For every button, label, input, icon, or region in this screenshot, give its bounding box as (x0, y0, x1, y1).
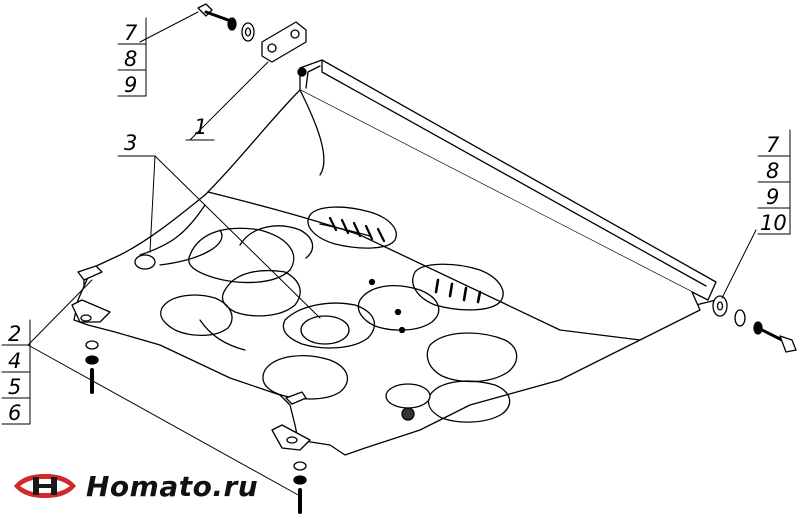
washer (753, 321, 763, 335)
washer (712, 295, 728, 317)
rib (239, 225, 314, 259)
logo-text: Homato.ru (86, 469, 259, 503)
callout-label: 1 (194, 115, 207, 139)
mounting-holes (134, 67, 431, 421)
washer (241, 22, 255, 42)
skid-plate (73, 59, 717, 456)
callout-left: 2 4 5 6 (1, 319, 31, 425)
callout-plate-1: 1 (185, 115, 215, 141)
washer (734, 309, 746, 327)
stiffening-ribs (160, 225, 518, 423)
winged-h-icon (14, 474, 76, 498)
callout-label: 9 (124, 73, 137, 97)
callout-label: 7 (766, 133, 780, 157)
top-bolt-assembly (197, 3, 255, 42)
washer (293, 475, 307, 485)
washer (85, 340, 99, 350)
vent-slot-lower (412, 263, 504, 311)
rib (262, 355, 349, 400)
plate-outline (73, 89, 701, 456)
bolt (779, 335, 797, 353)
hole (385, 383, 431, 409)
right-bolt-assembly (712, 295, 797, 353)
washer (85, 355, 99, 365)
rib (427, 380, 511, 423)
hole (300, 315, 350, 345)
mounting-plate-1 (261, 21, 307, 63)
rib (357, 285, 440, 331)
callout-label: 9 (766, 185, 779, 209)
bottom-bracket-assembly (271, 391, 311, 514)
callout-right: 7 8 9 10 (757, 129, 791, 235)
callout-label: 2 (8, 322, 21, 346)
callout-label: 5 (8, 375, 21, 399)
bracket-2 (77, 265, 103, 281)
rib (282, 302, 376, 349)
callout-label: 8 (124, 47, 137, 71)
callout-label: 6 (8, 401, 21, 425)
callout-label: 10 (760, 211, 787, 235)
callout-top-left: 7 8 9 (117, 17, 147, 97)
bracket-2 (285, 391, 307, 405)
callout-label: 3 (124, 131, 137, 155)
hole (134, 254, 156, 270)
homato-logo: Homato.ru (12, 466, 258, 506)
rib (199, 319, 246, 351)
callout-label: 8 (766, 159, 779, 183)
callout-label: 4 (8, 349, 21, 373)
rib (426, 332, 518, 383)
washer (227, 17, 237, 31)
washer (293, 461, 307, 471)
vent-slot-upper (307, 206, 397, 249)
callout-label: 7 (124, 21, 138, 45)
callout-brackets-3: 3 (117, 131, 151, 157)
rib (160, 294, 233, 337)
